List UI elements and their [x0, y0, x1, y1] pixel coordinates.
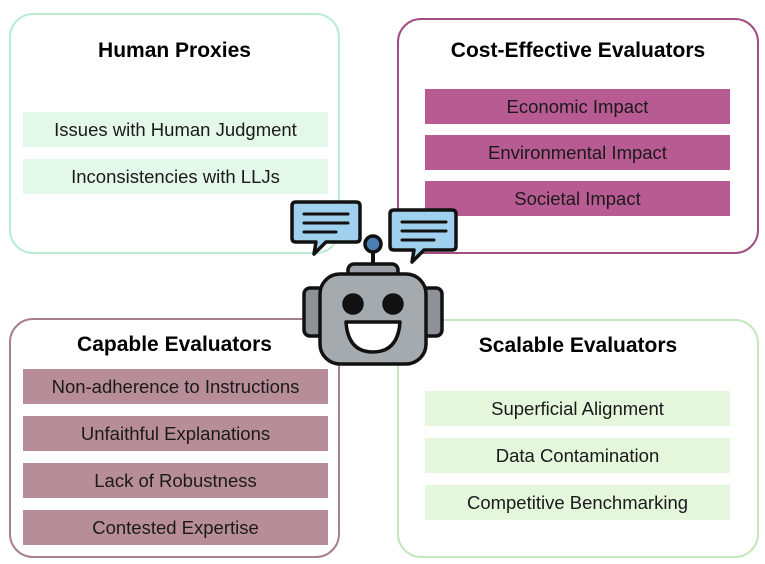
robot-icon — [290, 200, 458, 366]
list-item: Environmental Impact — [425, 135, 730, 170]
scalable-evaluators-panel: Scalable Evaluators Superficial Alignmen… — [397, 319, 759, 558]
list-item: Societal Impact — [425, 181, 730, 216]
human-proxies-title: Human Proxies — [98, 39, 251, 62]
list-item: Economic Impact — [425, 89, 730, 124]
scalable-evaluators-title: Scalable Evaluators — [478, 334, 678, 357]
list-item: Contested Expertise — [23, 510, 328, 545]
list-item: Data Contamination — [425, 438, 730, 473]
capable-evaluators-panel: Capable Evaluators Non-adherence to Inst… — [9, 318, 340, 558]
list-item: Unfaithful Explanations — [23, 416, 328, 451]
capable-evaluators-list: Non-adherence to Instructions Unfaithful… — [23, 369, 328, 545]
speech-bubble-icon — [388, 208, 458, 264]
list-item: Inconsistencies with LLJs — [23, 159, 328, 194]
speech-bubble-icon — [290, 200, 362, 256]
list-item: Lack of Robustness — [23, 463, 328, 498]
list-item: Superficial Alignment — [425, 391, 730, 426]
list-item: Competitive Benchmarking — [425, 485, 730, 520]
cost-effective-list: Economic Impact Environmental Impact Soc… — [425, 89, 730, 216]
scalable-evaluators-list: Superficial Alignment Data Contamination… — [425, 391, 730, 520]
human-proxies-panel: Human Proxies Issues with Human Judgment… — [9, 13, 340, 254]
list-item: Issues with Human Judgment — [23, 112, 328, 147]
list-item: Non-adherence to Instructions — [23, 369, 328, 404]
capable-evaluators-title: Capable Evaluators — [77, 333, 272, 356]
human-proxies-list: Issues with Human Judgment Inconsistenci… — [23, 112, 328, 194]
cost-effective-title: Cost-Effective Evaluators — [450, 39, 706, 62]
